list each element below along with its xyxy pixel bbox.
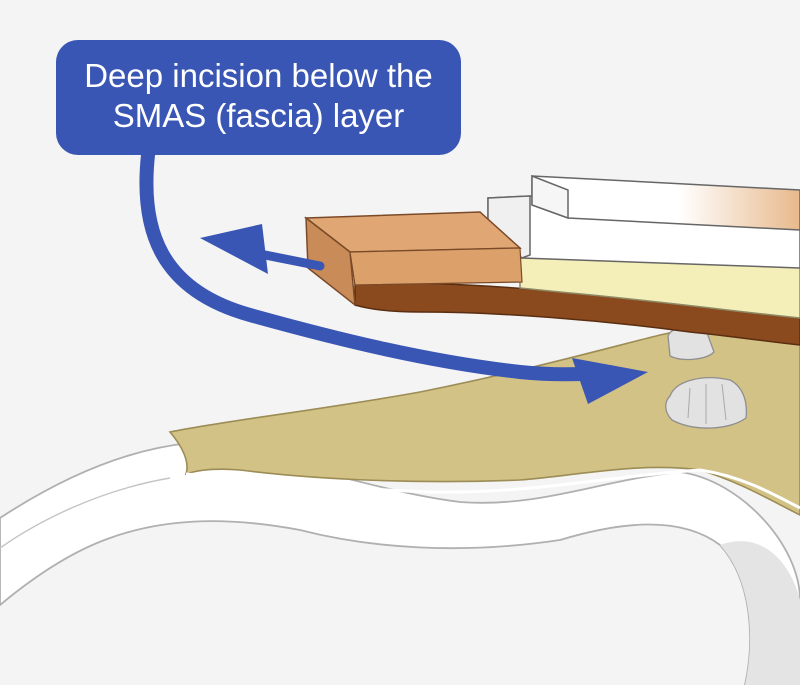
arrow-left-icon: [200, 224, 268, 274]
callout-text-line1: Deep incision below the: [84, 56, 433, 94]
bone-edge-line: [0, 477, 171, 549]
lifted-flap-side: [349, 247, 523, 286]
skin-layer-upper-front: [531, 174, 569, 220]
smas-lower-edge: [185, 468, 800, 510]
smas-layer: [168, 316, 800, 516]
callout-box: Deep incision below the SMAS (fascia) la…: [56, 40, 461, 155]
callout-leader-line: [139, 148, 617, 382]
nodule-large-ridges: [687, 383, 727, 424]
arrow-right-icon: [572, 358, 648, 404]
bone-inner-shade: [720, 541, 800, 685]
callout-text-line2: SMAS (fascia) layer: [112, 96, 405, 134]
lifted-flap-front: [305, 216, 356, 307]
fat-layer: [519, 254, 800, 319]
